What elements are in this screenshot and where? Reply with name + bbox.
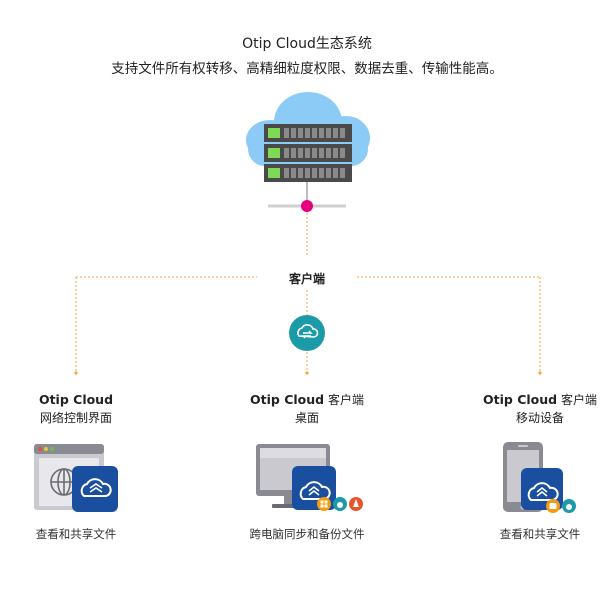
page-title: Otip Cloud生态系统: [242, 36, 372, 52]
column-product-suffix: 客户端: [324, 393, 364, 407]
mobile-phone-icon: [503, 442, 576, 513]
page-subtitle: 支持文件所有权转移、高精细粒度权限、数据去重、传输性能高。: [111, 61, 503, 77]
column-product-name: Otip Cloud: [38, 392, 114, 407]
column-product-name: Otip Cloud: [483, 392, 558, 407]
column-product-suffix: 客户端: [557, 393, 597, 407]
column-web-console: Otip Cloud 网络控制界面: [16, 391, 136, 427]
center-endpoint-dot: [305, 371, 309, 375]
column-product-name: Otip Cloud: [250, 392, 325, 407]
windows-icon: [317, 497, 331, 511]
column-platform-label: 网络控制界面: [39, 411, 112, 425]
apple-icon: [562, 499, 576, 513]
sync-icon: [289, 315, 325, 351]
right-endpoint-dot: [538, 371, 542, 375]
column-caption: 查看和共享文件: [499, 527, 581, 541]
browser-icon: [34, 444, 118, 512]
server-rack-icon: [264, 124, 352, 182]
apple-icon: [333, 497, 347, 511]
cloud-server-icon: [246, 92, 370, 212]
network-node-icon: [301, 200, 313, 212]
column-caption: 查看和共享文件: [35, 527, 117, 541]
column-desktop-client: Otip Cloud 客户端 桌面: [232, 391, 382, 427]
column-platform-label: 移动设备: [515, 411, 564, 425]
column-platform-label: 桌面: [294, 411, 319, 425]
column-mobile-client: Otip Cloud 客户端 移动设备: [465, 391, 614, 427]
hub-label: 客户端: [257, 270, 357, 287]
column-caption: 跨电脑同步和备份文件: [249, 527, 365, 541]
linux-icon: [349, 497, 363, 511]
desktop-monitor-icon: [256, 444, 363, 511]
left-endpoint-dot: [74, 371, 78, 375]
android-icon: [546, 499, 560, 513]
otip-app-icon: [72, 466, 118, 512]
